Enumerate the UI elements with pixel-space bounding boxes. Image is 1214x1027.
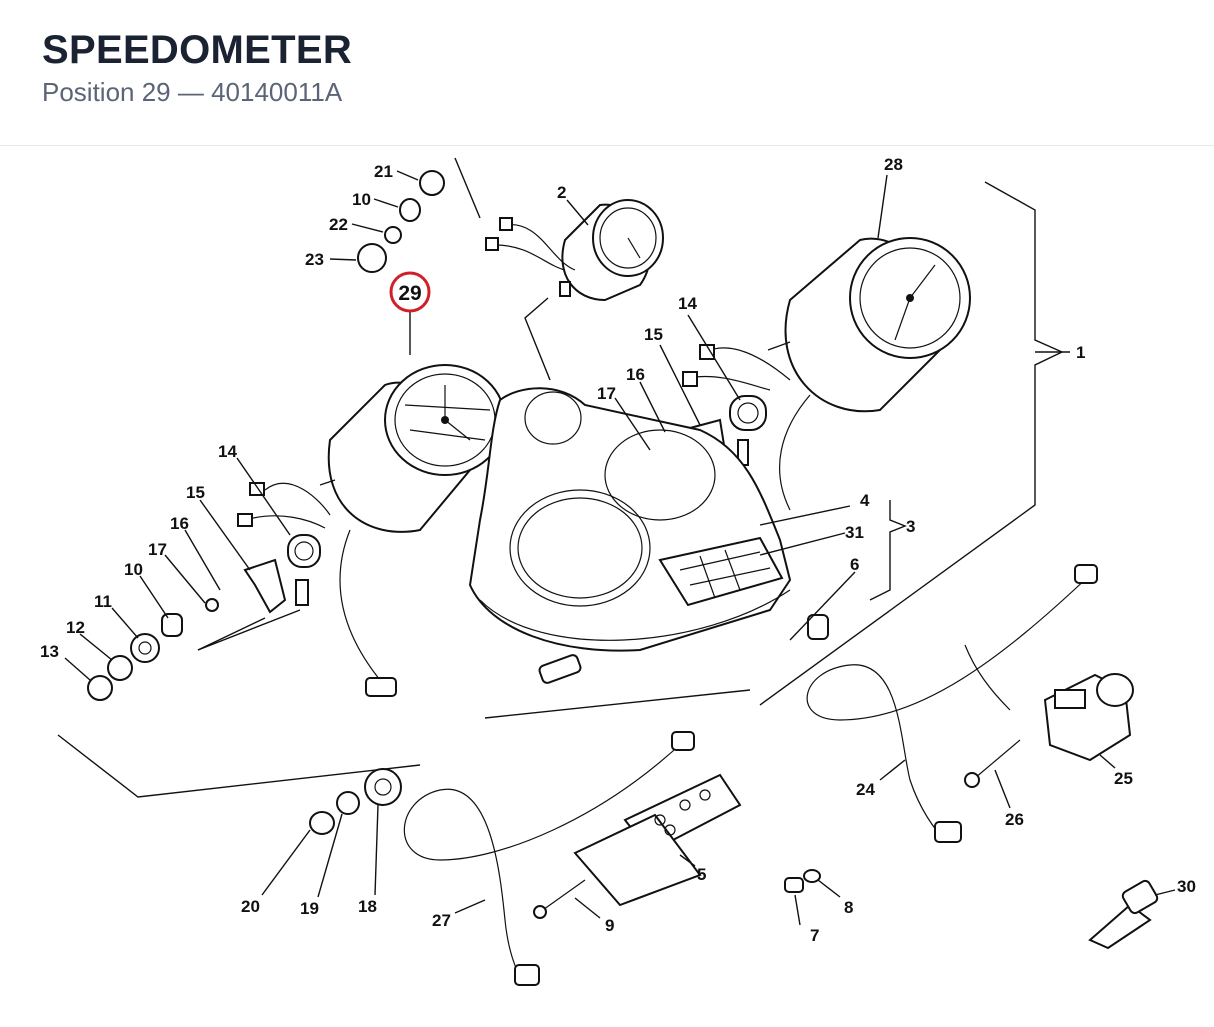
speedometer-29[interactable] bbox=[319, 364, 506, 697]
highlight-ring bbox=[389, 271, 431, 313]
callout-30[interactable]: 30 bbox=[1177, 877, 1196, 896]
callout-31[interactable]: 31 bbox=[845, 523, 864, 542]
left-fastener-stack bbox=[87, 598, 219, 701]
housing-fittings bbox=[538, 614, 829, 684]
callout-14-left[interactable]: 14 bbox=[218, 442, 237, 461]
bracket-15-left bbox=[243, 558, 287, 614]
callout-25[interactable]: 25 bbox=[1114, 769, 1133, 788]
exploded-parts-diagram: 21 10 22 23 2 28 1 14 15 16 17 4 3 31 6 … bbox=[0, 146, 1214, 1027]
callout-27[interactable]: 27 bbox=[432, 911, 451, 930]
tachometer-28 bbox=[767, 237, 971, 511]
callout-19[interactable]: 19 bbox=[300, 899, 319, 918]
callout-7[interactable]: 7 bbox=[810, 926, 819, 945]
callout-16-left[interactable]: 16 bbox=[170, 514, 189, 533]
indicator-board-5 bbox=[573, 773, 742, 907]
callout-2[interactable]: 2 bbox=[557, 183, 566, 202]
page-subtitle: Position 29 — 40140011A bbox=[42, 77, 343, 107]
callout-28[interactable]: 28 bbox=[884, 155, 903, 174]
callout-10-left[interactable]: 10 bbox=[124, 560, 143, 579]
bulb-7-8 bbox=[784, 869, 821, 893]
callout-15-right[interactable]: 15 bbox=[644, 325, 663, 344]
cable-27 bbox=[403, 731, 695, 986]
callout-26[interactable]: 26 bbox=[1005, 810, 1024, 829]
header: SPEEDOMETER Position 29 — 40140011A bbox=[0, 0, 1214, 146]
screw-9 bbox=[533, 879, 586, 919]
leader-lines bbox=[64, 170, 1176, 926]
ignition-switch-25 bbox=[1043, 673, 1134, 762]
cable-24 bbox=[806, 564, 1098, 843]
callout-5[interactable]: 5 bbox=[697, 865, 706, 884]
callouts: 21 10 22 23 2 28 1 14 15 16 17 4 3 31 6 … bbox=[40, 155, 1196, 945]
callout-9[interactable]: 9 bbox=[605, 916, 614, 935]
page-title: SPEEDOMETER bbox=[42, 28, 353, 72]
callout-12[interactable]: 12 bbox=[66, 618, 85, 637]
callout-21[interactable]: 21 bbox=[374, 162, 393, 181]
callout-14-right[interactable]: 14 bbox=[678, 294, 697, 313]
callout-3[interactable]: 3 bbox=[906, 517, 915, 536]
callout-17-left[interactable]: 17 bbox=[148, 540, 167, 559]
indicator-panel-31 bbox=[658, 536, 784, 607]
key-30 bbox=[1088, 879, 1159, 950]
assembly-bracket-3 bbox=[869, 500, 907, 601]
callout-6[interactable]: 6 bbox=[850, 555, 859, 574]
callout-22[interactable]: 22 bbox=[329, 215, 348, 234]
callout-15-left[interactable]: 15 bbox=[186, 483, 205, 502]
gauge-2 bbox=[485, 199, 664, 302]
callout-1[interactable]: 1 bbox=[1076, 343, 1085, 362]
callout-18[interactable]: 18 bbox=[358, 897, 377, 916]
highlight-callout-29[interactable]: 29 bbox=[389, 271, 431, 313]
top-fasteners-21-23 bbox=[357, 170, 445, 273]
callout-16-right[interactable]: 16 bbox=[626, 365, 645, 384]
callout-4[interactable]: 4 bbox=[860, 491, 870, 510]
callout-10[interactable]: 10 bbox=[352, 190, 371, 209]
callout-23[interactable]: 23 bbox=[305, 250, 324, 269]
callout-17-right[interactable]: 17 bbox=[597, 384, 616, 403]
highlight-label: 29 bbox=[398, 282, 421, 305]
outer-frame-lines bbox=[57, 157, 751, 798]
callout-20[interactable]: 20 bbox=[241, 897, 260, 916]
callout-11[interactable]: 11 bbox=[94, 592, 112, 611]
fastener-stack-18-20 bbox=[309, 768, 402, 835]
left-wiring bbox=[237, 482, 331, 606]
callout-24[interactable]: 24 bbox=[856, 780, 875, 799]
callout-13[interactable]: 13 bbox=[40, 642, 59, 661]
callout-8[interactable]: 8 bbox=[844, 898, 853, 917]
bolt-26 bbox=[964, 739, 1021, 788]
